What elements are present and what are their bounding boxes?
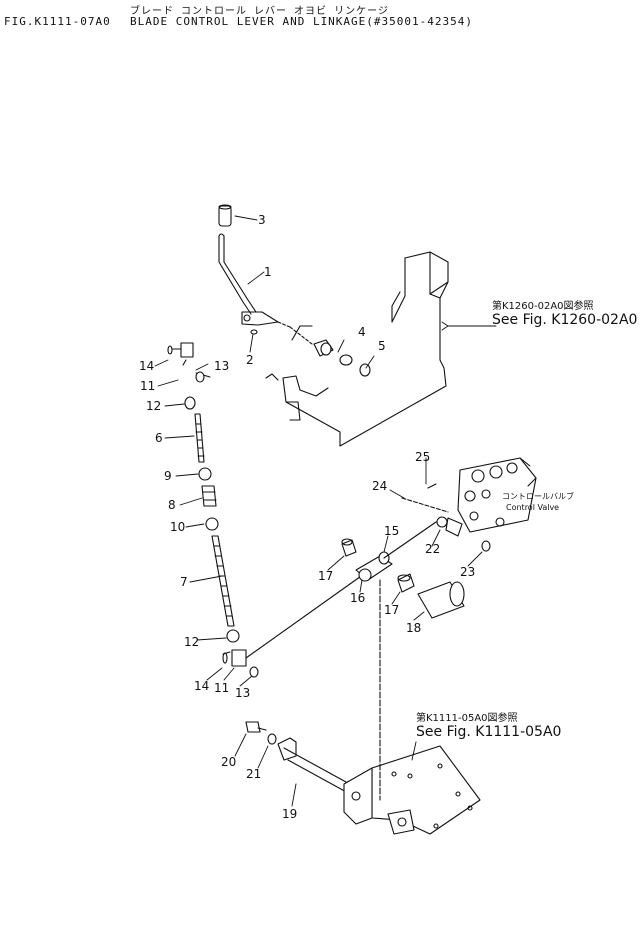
part-label: 17 (384, 603, 399, 617)
part-label: 19 (282, 807, 297, 821)
upper-nut (184, 396, 196, 410)
part-label: 5 (378, 339, 386, 353)
part-label: 9 (164, 469, 172, 483)
lower-middle-nut (205, 517, 219, 531)
part-label: 3 (258, 213, 266, 227)
floor-plate (343, 745, 481, 835)
reference-k1260-japanese: 第K1260-02A0図参照 (492, 301, 594, 312)
reference-k1111: 第K1111-05A0図参照 See Fig. K1111-05A0 (416, 709, 561, 740)
console-bracket (265, 251, 449, 447)
part-label: 17 (318, 569, 333, 583)
part-label: 11 (214, 681, 229, 695)
figure-code: FIG.K1111-07A0 (4, 15, 111, 28)
part-label: 13 (235, 686, 250, 700)
part-label: 20 (221, 755, 236, 769)
leader-lines (154, 215, 497, 807)
part-label: 12 (184, 635, 199, 649)
part-label: 12 (146, 399, 161, 413)
part-label: 4 (358, 325, 366, 339)
part-label: 23 (460, 565, 475, 579)
japanese-title: ブレード コントロール レバー オヨビ リンケージ (130, 6, 389, 17)
valve-linkage (401, 483, 491, 552)
part-label: 16 (350, 591, 365, 605)
part-label: 22 (425, 542, 440, 556)
lower-clevis (222, 573, 365, 678)
part-label: 6 (155, 431, 163, 445)
part-label: 15 (384, 524, 399, 538)
part-label: 1 (264, 265, 272, 279)
control-valve-english: Control Valve (506, 503, 559, 512)
bushing-right (397, 573, 415, 593)
lower-nut (226, 629, 240, 643)
part-label: 14 (139, 359, 154, 373)
pin (250, 329, 258, 335)
part-label: 2 (246, 353, 254, 367)
part-label: 10 (170, 520, 185, 534)
tube (417, 581, 465, 619)
part-label: 25 (415, 450, 430, 464)
turnbuckle (201, 485, 217, 507)
reference-k1260-english: See Fig. K1260-02A0 (492, 312, 638, 328)
bushing-left (341, 538, 357, 557)
reference-k1111-japanese: 第K1111-05A0図参照 (416, 713, 518, 724)
part-label: 14 (194, 679, 209, 693)
middle-nut (198, 467, 212, 481)
control-valve-japanese: コントロールバルブ (502, 491, 574, 501)
threaded-rod-long (211, 535, 235, 627)
upper-clevis (167, 342, 211, 383)
control-lever (218, 233, 291, 328)
washer (339, 354, 371, 377)
diagram-title: BLADE CONTROL LEVER AND LINKAGE(#35001-4… (130, 15, 474, 28)
part-label: 18 (406, 621, 421, 635)
bolt (245, 721, 267, 733)
part-label: 21 (246, 767, 261, 781)
part-label: 24 (372, 479, 387, 493)
part-label: 11 (140, 379, 155, 393)
part-label: 8 (168, 498, 176, 512)
part-label: 13 (214, 359, 229, 373)
reference-k1260: 第K1260-02A0図参照 See Fig. K1260-02A0 (492, 297, 637, 328)
lever-knob (218, 204, 232, 227)
control-valve (457, 457, 537, 533)
threaded-rod-short (194, 413, 205, 463)
reference-k1111-english: See Fig. K1111-05A0 (416, 724, 562, 740)
small-washer (267, 733, 277, 745)
bellcrank-lever (355, 521, 437, 582)
part-label: 7 (180, 575, 188, 589)
bushing (313, 339, 334, 357)
